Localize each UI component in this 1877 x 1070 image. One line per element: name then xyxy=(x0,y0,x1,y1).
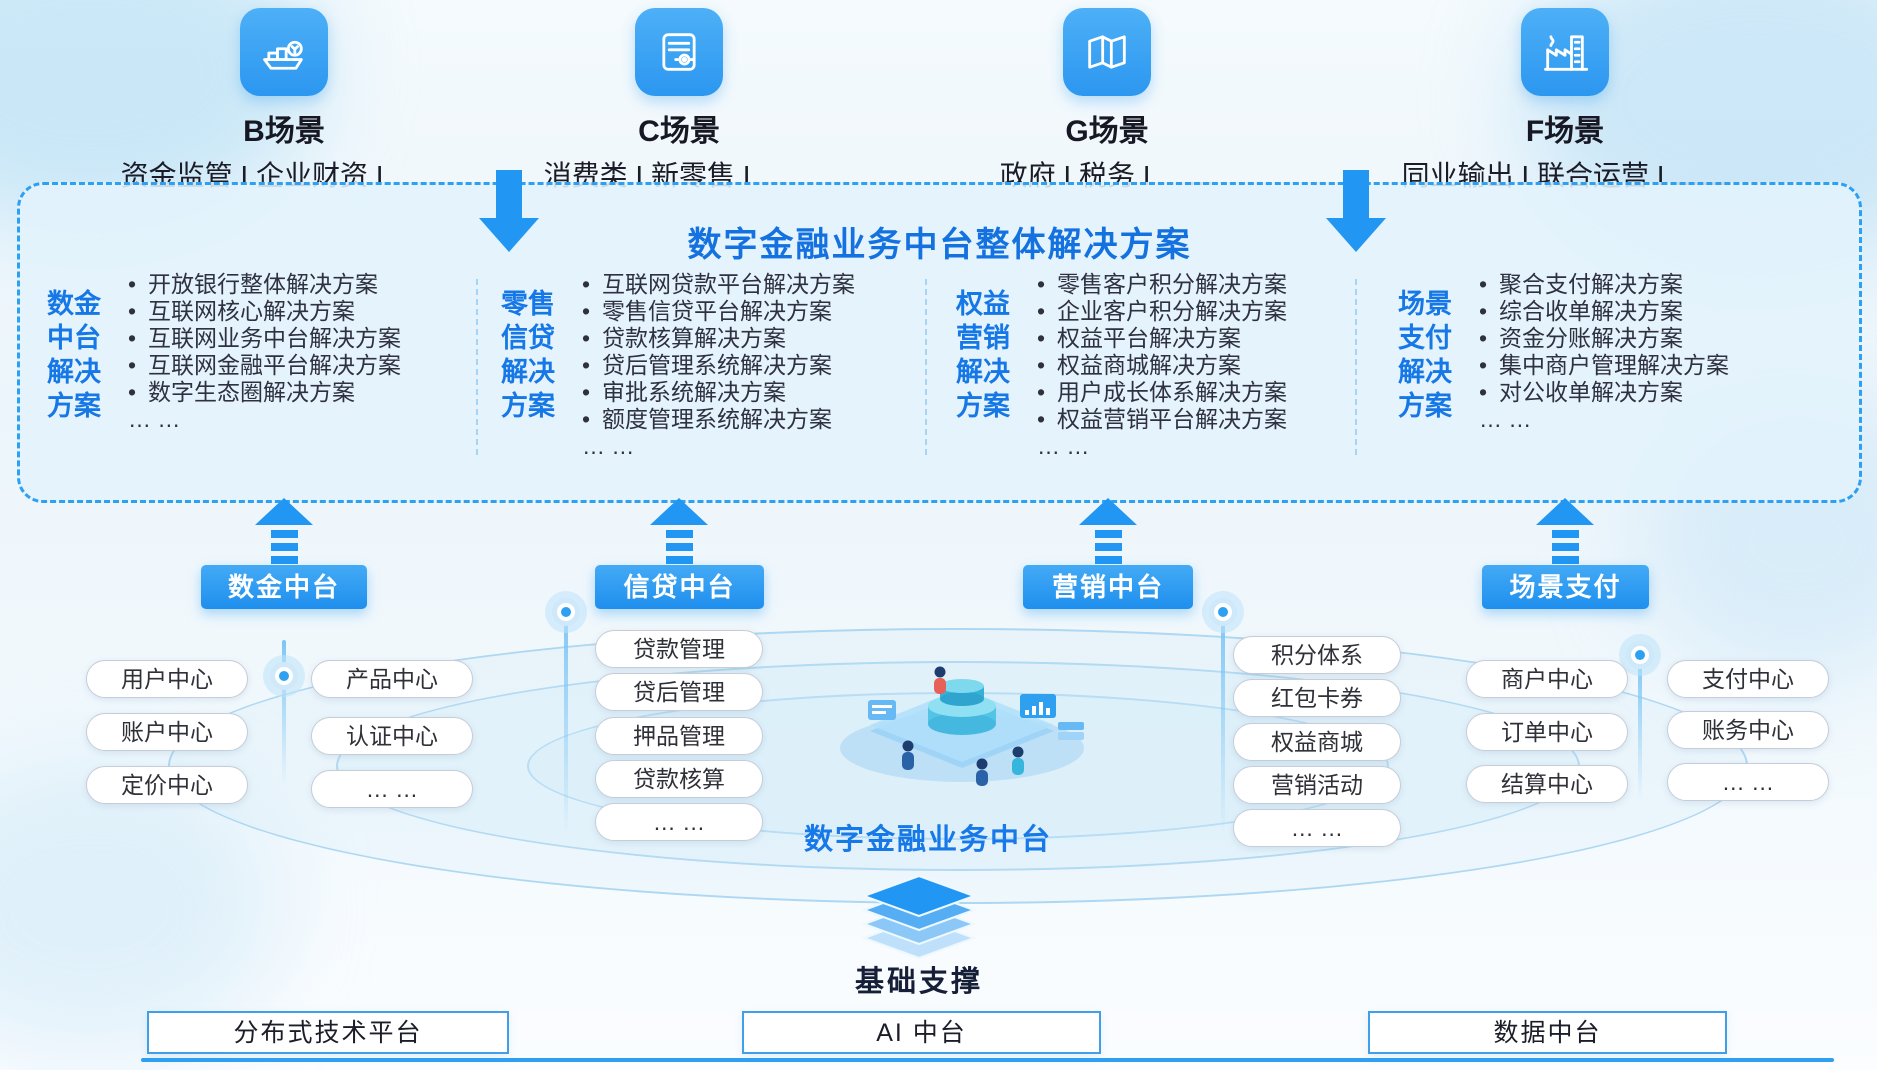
solution-item-more: … … xyxy=(582,433,635,459)
capability-pill: … … xyxy=(311,770,473,808)
bottom-box-distributed-platform: 分布式技术平台 xyxy=(147,1011,509,1054)
scenario-c: C场景 消费类 I 新零售 I …… xyxy=(459,8,899,194)
capability-pill: 产品中心 xyxy=(311,660,473,698)
column-label: 零售 信贷 解决 方案 xyxy=(501,289,555,421)
solution-box: 数字金融业务中台整体解决方案 数金 中台 解决 方案 开放银行整体解决方案 互联… xyxy=(17,182,1862,503)
connector-line xyxy=(282,640,286,785)
capability-pill: 贷款核算 xyxy=(595,760,763,798)
capability-pill: 账户中心 xyxy=(86,713,248,751)
layers-icon xyxy=(854,874,984,967)
up-arrow xyxy=(1079,498,1137,564)
connector-node xyxy=(1626,641,1654,669)
column-divider xyxy=(476,279,478,455)
up-arrow xyxy=(1536,498,1594,564)
solution-column-changjing: 场景 支付 解决 方案 聚合支付解决方案 综合收单解决方案 资金分账解决方案 集… xyxy=(1395,271,1729,433)
scenario-b: B场景 资金监管 I 企业财资 I …… xyxy=(64,8,504,194)
platform-xindai-button: 信贷中台 xyxy=(595,565,764,609)
connector-node xyxy=(552,598,580,626)
solution-item: 综合收单解决方案 xyxy=(1477,298,1729,325)
solution-item: 贷款核算解决方案 xyxy=(580,325,855,352)
connector-node xyxy=(270,662,298,690)
capability-pill: 押品管理 xyxy=(595,717,763,755)
solution-item: 企业客户积分解决方案 xyxy=(1035,298,1287,325)
capability-pill: 用户中心 xyxy=(86,660,248,698)
bottom-box-data-platform: 数据中台 xyxy=(1368,1011,1727,1054)
solution-item: 零售信贷平台解决方案 xyxy=(580,298,855,325)
solution-box-title: 数字金融业务中台整体解决方案 xyxy=(687,226,1192,264)
down-arrow xyxy=(1326,170,1386,252)
center-platform-label: 数字金融业务中台 xyxy=(803,824,1052,856)
map-icon xyxy=(1063,8,1151,96)
solution-item: 互联网贷款平台解决方案 xyxy=(580,271,855,298)
capability-pill: 账务中心 xyxy=(1667,711,1829,749)
capability-pill: 积分体系 xyxy=(1233,636,1401,674)
solution-item: 对公收单解决方案 xyxy=(1477,379,1729,406)
up-arrow xyxy=(650,498,708,564)
capability-pill: 贷后管理 xyxy=(595,673,763,711)
solution-item: 互联网业务中台解决方案 xyxy=(126,325,401,352)
solution-item: 额度管理系统解决方案 xyxy=(580,406,855,433)
solution-item: 贷后管理系统解决方案 xyxy=(580,352,855,379)
solution-item-more: … … xyxy=(128,406,181,432)
column-divider xyxy=(925,279,927,455)
capability-pill: 贷款管理 xyxy=(595,630,763,668)
solution-item: 聚合支付解决方案 xyxy=(1477,271,1729,298)
scenario-g: G场景 政府 I 税务 I …… xyxy=(887,8,1327,194)
solution-item: 集中商户管理解决方案 xyxy=(1477,352,1729,379)
column-divider xyxy=(1355,279,1357,455)
scenario-f: F场景 同业输出 I 联合运营 I …… xyxy=(1345,8,1785,194)
up-arrow xyxy=(255,498,313,564)
factory-icon xyxy=(1521,8,1609,96)
down-arrow xyxy=(479,170,539,252)
solution-item-more: … … xyxy=(1037,433,1090,459)
column-label: 权益 营销 解决 方案 xyxy=(956,289,1010,421)
solution-column-yingxiao: 权益 营销 解决 方案 零售客户积分解决方案 企业客户积分解决方案 权益平台解决… xyxy=(953,271,1287,460)
scenario-title: G场景 xyxy=(1065,115,1149,148)
column-label: 场景 支付 解决 方案 xyxy=(1398,289,1452,421)
capability-pill: 定价中心 xyxy=(86,766,248,804)
scenario-title: B场景 xyxy=(243,115,325,148)
platform-yingxiao-button: 营销中台 xyxy=(1023,565,1193,609)
capability-pill: … … xyxy=(595,803,763,841)
solution-item: 权益商城解决方案 xyxy=(1035,352,1287,379)
solution-item: 互联网核心解决方案 xyxy=(126,298,401,325)
solution-item: 数字生态圈解决方案 xyxy=(126,379,401,406)
scenario-title: C场景 xyxy=(638,115,720,148)
capability-pill: 结算中心 xyxy=(1466,765,1628,803)
solution-item: 资金分账解决方案 xyxy=(1477,325,1729,352)
connector-line xyxy=(564,612,568,837)
capability-pill: 认证中心 xyxy=(311,717,473,755)
solution-item: 互联网金融平台解决方案 xyxy=(126,352,401,379)
connector-node xyxy=(1209,598,1237,626)
solution-item: 开放银行整体解决方案 xyxy=(126,271,401,298)
scenario-title: F场景 xyxy=(1525,115,1605,148)
solution-item: 零售客户积分解决方案 xyxy=(1035,271,1287,298)
capability-pill: 红包卡券 xyxy=(1233,679,1401,717)
capability-pill: 订单中心 xyxy=(1466,713,1628,751)
column-label: 数金 中台 解决 方案 xyxy=(47,289,101,421)
solution-item: 权益平台解决方案 xyxy=(1035,325,1287,352)
platform-illustration xyxy=(822,636,1102,796)
capability-pill: … … xyxy=(1233,809,1401,847)
ship-icon xyxy=(240,8,328,96)
connector-line xyxy=(1638,655,1642,800)
platform-changjing-button: 场景支付 xyxy=(1482,565,1649,609)
solution-item: 用户成长体系解决方案 xyxy=(1035,379,1287,406)
solution-item: 审批系统解决方案 xyxy=(580,379,855,406)
solution-column-shujin: 数金 中台 解决 方案 开放银行整体解决方案 互联网核心解决方案 互联网业务中台… xyxy=(44,271,401,433)
capability-pill: 支付中心 xyxy=(1667,660,1829,698)
capability-pill: 营销活动 xyxy=(1233,766,1401,804)
solution-item-more: … … xyxy=(1479,406,1532,432)
receipt-icon xyxy=(635,8,723,96)
foundation-label: 基础支撑 xyxy=(854,966,983,998)
solution-item: 权益营销平台解决方案 xyxy=(1035,406,1287,433)
platform-shujin-button: 数金中台 xyxy=(201,565,367,609)
capability-pill: 商户中心 xyxy=(1466,660,1628,698)
bottom-box-ai-platform: AI 中台 xyxy=(742,1011,1101,1054)
solution-column-xindai: 零售 信贷 解决 方案 互联网贷款平台解决方案 零售信贷平台解决方案 贷款核算解… xyxy=(498,271,855,460)
capability-pill: … … xyxy=(1667,763,1829,801)
capability-pill: 权益商城 xyxy=(1233,723,1401,761)
connector-line xyxy=(1221,612,1225,837)
bottom-accent-line xyxy=(141,1058,1834,1062)
